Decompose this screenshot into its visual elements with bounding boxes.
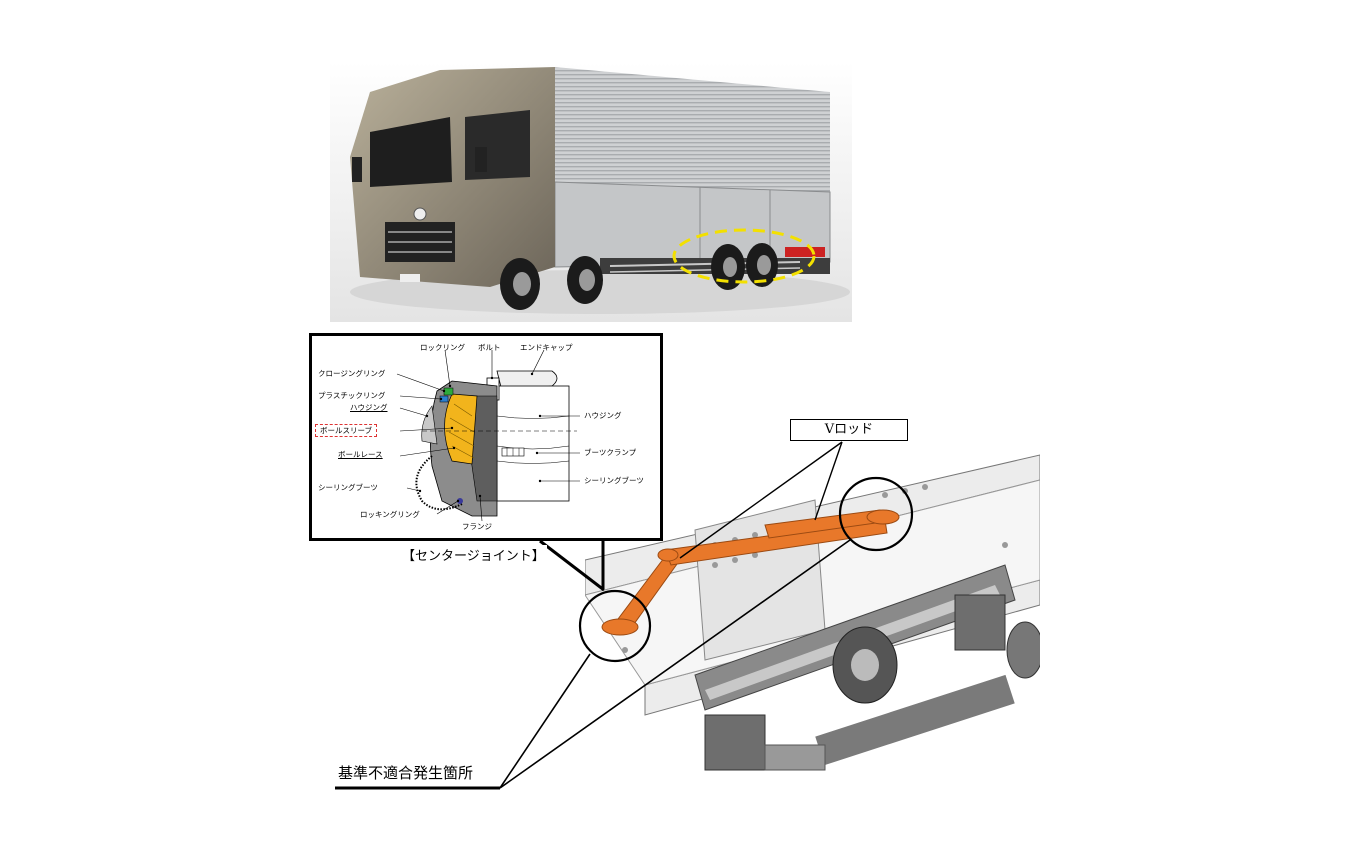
v-rod-label: Vロッド [790, 419, 908, 441]
bolt-label: ボルト [478, 343, 501, 352]
truck-photo [330, 62, 852, 322]
boot-clamp-label: ブーツクランプ [584, 448, 637, 457]
center-joint-caption: 【センタージョイント】 [400, 545, 547, 564]
ball-race-label: ボールレース [338, 450, 383, 459]
sealing-boot-right-label: シーリングブーツ [584, 476, 644, 485]
locking-ring-label: ロッキングリング [360, 510, 420, 519]
lock-ring-label: ロックリング [420, 343, 465, 352]
sealing-boot-left-label: シーリングブーツ [318, 483, 378, 492]
center-joint-detail-box: ロックリング ボルト エンドキャップ クロージングリング プラスチックリング ハ… [309, 333, 663, 541]
flange-label: フランジ [462, 522, 492, 531]
housing-right-label: ハウジング [584, 411, 622, 420]
defect-location-label: 基準不適合発生箇所 [338, 764, 474, 782]
closing-ring-label: クロージングリング [318, 369, 386, 378]
housing-left-label: ハウジング [350, 403, 388, 412]
center-joint-cross-section [396, 349, 580, 522]
ball-sleeve-label: ボールスリーブ [315, 424, 378, 437]
plastic-ring-label: プラスチックリング [318, 391, 386, 400]
end-cap-label: エンドキャップ [520, 343, 573, 352]
